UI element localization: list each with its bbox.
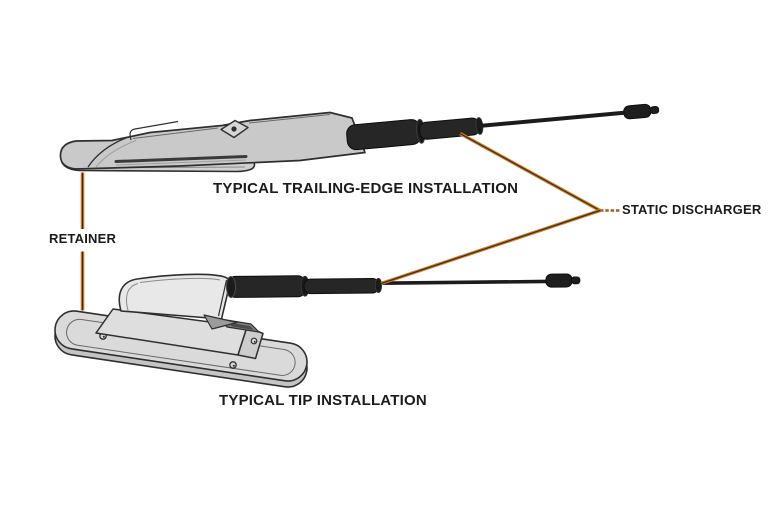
callout-static-discharger: STATIC DISCHARGER: [622, 202, 762, 217]
screw: [250, 337, 258, 345]
fin-right-edge: [217, 279, 228, 317]
discharger-rod: [376, 279, 547, 286]
base-plate-inner-ring: [66, 318, 296, 376]
discharger-sleeve: [346, 119, 422, 151]
blade-inner-edge-left: [129, 120, 179, 141]
leader-core: [459, 132, 601, 212]
upper-discharger: [346, 103, 660, 151]
tip-assembly: [54, 273, 581, 388]
rivet: [231, 126, 237, 132]
block-slot-dark: [228, 322, 254, 330]
discharger-sleeve-2: [419, 117, 481, 140]
blade-inner-edge: [132, 127, 219, 139]
caption-tip-installation: TYPICAL TIP INSTALLATION: [219, 392, 427, 409]
sleeve-cap: [225, 275, 237, 298]
caption-trailing-edge-installation: TYPICAL TRAILING-EDGE INSTALLATION: [213, 180, 519, 197]
fin-inner-top: [139, 277, 221, 283]
retainer-slot: [114, 155, 248, 163]
boot-opening-line: [87, 136, 128, 168]
discharger-tip-nub: [649, 106, 660, 115]
fin-notch: [203, 314, 238, 330]
blade-inner-edge-right: [248, 114, 331, 124]
callout-retainer: RETAINER: [49, 231, 117, 246]
boot-opening-highlight: [95, 140, 137, 168]
fin-inner-left: [125, 283, 139, 311]
discharger-sleeve: [226, 275, 307, 298]
leader-lines: [80, 132, 621, 311]
discharger-tip: [545, 273, 573, 288]
discharger-rod: [477, 110, 628, 129]
discharger-tip-nub: [571, 276, 581, 285]
discharger-sleeve-2: [303, 277, 380, 295]
tip-fin: [118, 273, 231, 320]
retainer-slot-shadow: [115, 159, 247, 166]
discharger-tip: [623, 103, 652, 120]
trailing-edge-assembly: [59, 103, 660, 173]
screw: [229, 361, 237, 369]
lower-discharger: [225, 273, 581, 298]
retainer-wedge: [59, 111, 366, 170]
leader-core: [380, 209, 601, 285]
rod-joint: [374, 277, 383, 294]
